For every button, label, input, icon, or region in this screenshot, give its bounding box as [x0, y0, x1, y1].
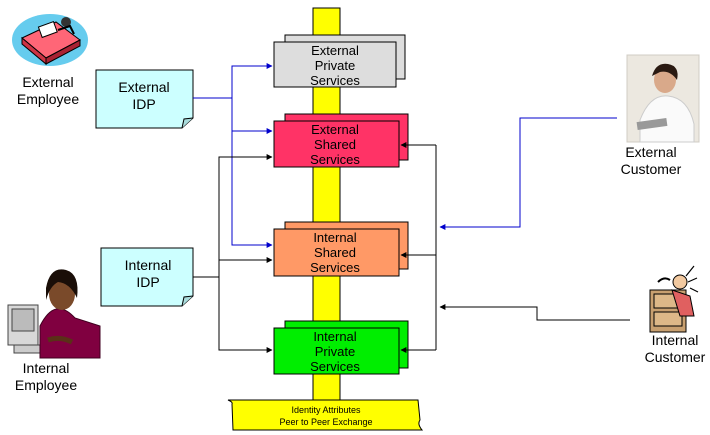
service-external-private-line2: Private	[315, 58, 355, 73]
service-internal-private: Internal Private Services	[273, 320, 409, 375]
service-external-shared: External Shared Services	[273, 113, 409, 168]
external-customer-line1: External	[625, 144, 676, 160]
service-external-shared-line2: Shared	[314, 137, 356, 152]
service-internal-shared-line1: Internal	[313, 230, 356, 245]
service-external-shared-line3: Services	[310, 152, 360, 167]
service-external-shared-line1: External	[311, 122, 359, 137]
internal-idp-links	[193, 154, 273, 353]
external-idp-links	[193, 63, 273, 248]
service-external-private-line3: Services	[310, 73, 360, 88]
service-internal-shared: Internal Shared Services	[273, 221, 409, 277]
external-idp-line2: IDP	[132, 96, 155, 112]
exchange-label-line2: Peer to Peer Exchange	[279, 417, 372, 427]
service-internal-private-line1: Internal	[313, 329, 356, 344]
external-employee-icon	[12, 14, 88, 66]
internal-employee-line1: Internal	[23, 360, 70, 376]
service-internal-shared-line3: Services	[310, 260, 360, 275]
internal-customer-line2: Customer	[645, 349, 706, 365]
internal-customer-line1: Internal	[652, 332, 699, 348]
internal-employee-icon	[7, 269, 101, 359]
internal-idp-line2: IDP	[136, 274, 159, 290]
service-internal-private-line2: Private	[315, 344, 355, 359]
internal-idp-box: Internal IDP	[100, 247, 194, 307]
external-customer-line2: Customer	[621, 161, 682, 177]
internal-employee-line2: Employee	[15, 377, 77, 393]
internal-customer-links	[400, 142, 630, 353]
external-idp-line1: External	[118, 79, 169, 95]
external-idp-box: External IDP	[95, 69, 194, 129]
external-customer-link	[439, 117, 617, 230]
service-external-private-line1: External	[311, 43, 359, 58]
external-customer-photo	[626, 54, 700, 143]
external-employee-line2: Employee	[17, 91, 79, 107]
external-employee-line1: External	[22, 74, 73, 90]
service-internal-private-line3: Services	[310, 359, 360, 374]
exchange-banner: Identity Attributes Peer to Peer Exchang…	[227, 399, 424, 431]
internal-customer-icon	[649, 265, 699, 333]
service-internal-shared-line2: Shared	[314, 245, 356, 260]
internal-idp-line1: Internal	[125, 257, 172, 273]
exchange-label-line1: Identity Attributes	[291, 405, 361, 415]
service-external-private: External Private Services	[273, 34, 406, 88]
